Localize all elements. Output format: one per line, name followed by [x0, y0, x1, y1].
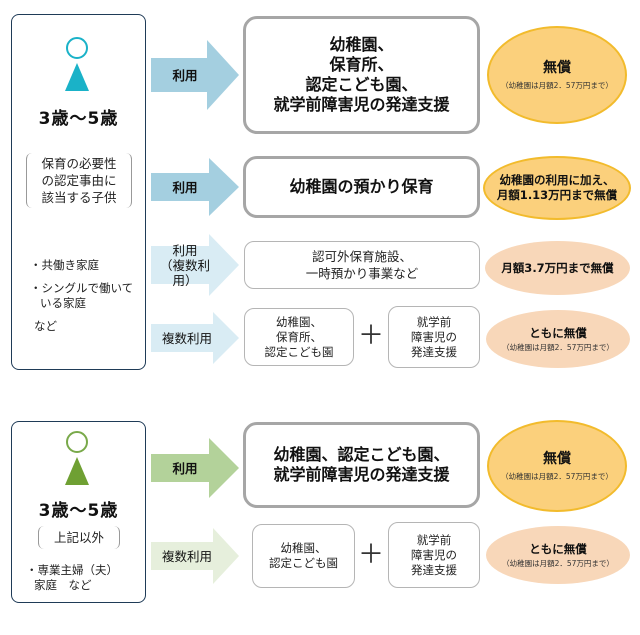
service-box-facilities: 幼稚園、 保育所、 認定こども園	[244, 308, 354, 366]
cost-oval-extended: 幼稚園の利用に加え、 月額1.13万円まで無償	[483, 156, 631, 220]
condition-label: 上記以外	[38, 526, 120, 549]
arrow-use-extended: 利用	[151, 158, 239, 216]
cost-oval-free: 無償 （幼稚園は月額2．57万円まで）	[487, 26, 627, 124]
cost-oval-unlicensed: 月額3.7万円まで無償	[485, 241, 630, 295]
arrow-multiple-use: 複数利用	[151, 312, 239, 364]
example-households: ・共働き家庭 ・シングルで働いて いる家庭 など	[30, 258, 134, 333]
cost-oval-free: 無償 （幼稚園は月額2．57万円まで）	[487, 420, 627, 512]
service-box-unlicensed: 認可外保育施設、 一時預かり事業など	[244, 241, 480, 289]
service-box-preschool-daycare: 幼稚園、 保育所、 認定こども園、 就学前障害児の発達支援	[243, 16, 480, 134]
persona-panel-other	[11, 421, 146, 603]
plus-sign: ＋	[358, 540, 385, 570]
arrow-multiple-use: 複数利用	[151, 528, 239, 584]
arrow-use-multiple: 利用 （複数利用）	[151, 234, 239, 296]
example-households: ・専業主婦（夫） 家庭 など	[26, 563, 118, 592]
condition-label: 保育の必要性 の認定事由に 該当する子供	[26, 153, 132, 208]
cost-oval-both-free: ともに無償 （幼稚園は月額2．57万円まで）	[486, 310, 630, 368]
age-label: 3歳～5歳	[38, 501, 119, 521]
service-box-disability-support: 就学前 障害児の 発達支援	[388, 522, 480, 588]
arrow-use: 利用	[151, 438, 239, 498]
service-box-extended-care: 幼稚園の預かり保育	[243, 156, 480, 218]
service-box-preschool: 幼稚園、認定こども園、 就学前障害児の発達支援	[243, 422, 480, 508]
service-box-facilities: 幼稚園、 認定こども園	[252, 524, 355, 588]
person-icon-teal	[65, 37, 89, 91]
arrow-use: 利用	[151, 40, 239, 110]
cost-oval-both-free: ともに無償 （幼稚園は月額2．57万円まで）	[486, 526, 630, 584]
plus-sign: ＋	[358, 321, 385, 351]
age-label: 3歳～5歳	[38, 109, 119, 129]
service-box-disability-support: 就学前 障害児の 発達支援	[388, 306, 480, 368]
person-icon-green	[65, 431, 89, 485]
